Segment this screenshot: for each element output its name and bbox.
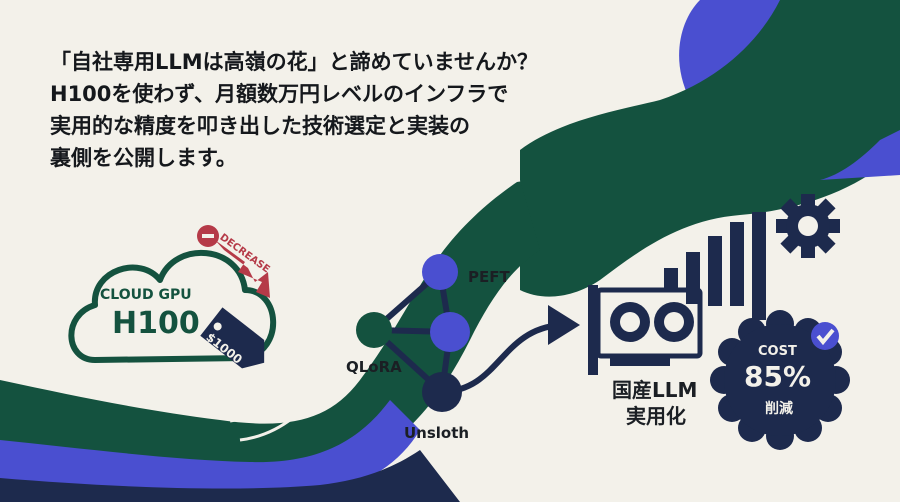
headline-line-1: 「自社専用LLMは高嶺の花」と諦めていませんか？ xyxy=(50,50,539,74)
qlora-label: QLoRA xyxy=(346,358,402,376)
badge-value: 85% xyxy=(744,360,812,393)
peft-label: PEFT xyxy=(468,268,510,286)
flow-line-1 xyxy=(229,157,501,423)
node-unsloth xyxy=(422,372,462,412)
blue-wave-mid xyxy=(820,130,900,180)
navy-wave-bottom xyxy=(0,450,460,502)
headline-line-2: H100を使わず、月額数万円レベルのインフラで xyxy=(50,82,509,106)
decrease-arrow-icon xyxy=(215,240,270,298)
badge-sub: 削減 xyxy=(765,401,793,417)
badge-label: COST xyxy=(758,344,797,359)
gear-icon xyxy=(776,194,840,258)
flow-line-2 xyxy=(239,178,521,442)
headline: 「自社専用LLMは高嶺の花」と諦めていませんか？ H100を使わず、月額数万円レ… xyxy=(50,46,610,174)
headline-line-3: 実用的な精度を叩き出した技術選定と実装の xyxy=(50,114,470,138)
arrowhead-icon xyxy=(548,305,580,345)
gpu-card-icon xyxy=(588,285,703,375)
cloud-caption: CLOUD GPU xyxy=(100,287,192,303)
headline-line-4: 裏側を公開します。 xyxy=(50,146,237,170)
unsloth-label: Unsloth xyxy=(404,424,470,442)
result-title-line-1: 国産LLM xyxy=(612,378,698,402)
cloud-model: H100 xyxy=(112,306,200,341)
price-tag xyxy=(200,307,265,369)
blue-wave-bottom xyxy=(0,400,420,502)
node-center xyxy=(430,312,470,352)
node-qlora xyxy=(356,312,392,348)
node-peft xyxy=(422,254,458,290)
green-wave-main xyxy=(520,0,900,297)
green-wave-bottom xyxy=(0,180,540,484)
check-circle-icon xyxy=(811,322,839,350)
result-title-line-2: 実用化 xyxy=(626,404,686,428)
bar-chart-icon xyxy=(664,212,766,320)
